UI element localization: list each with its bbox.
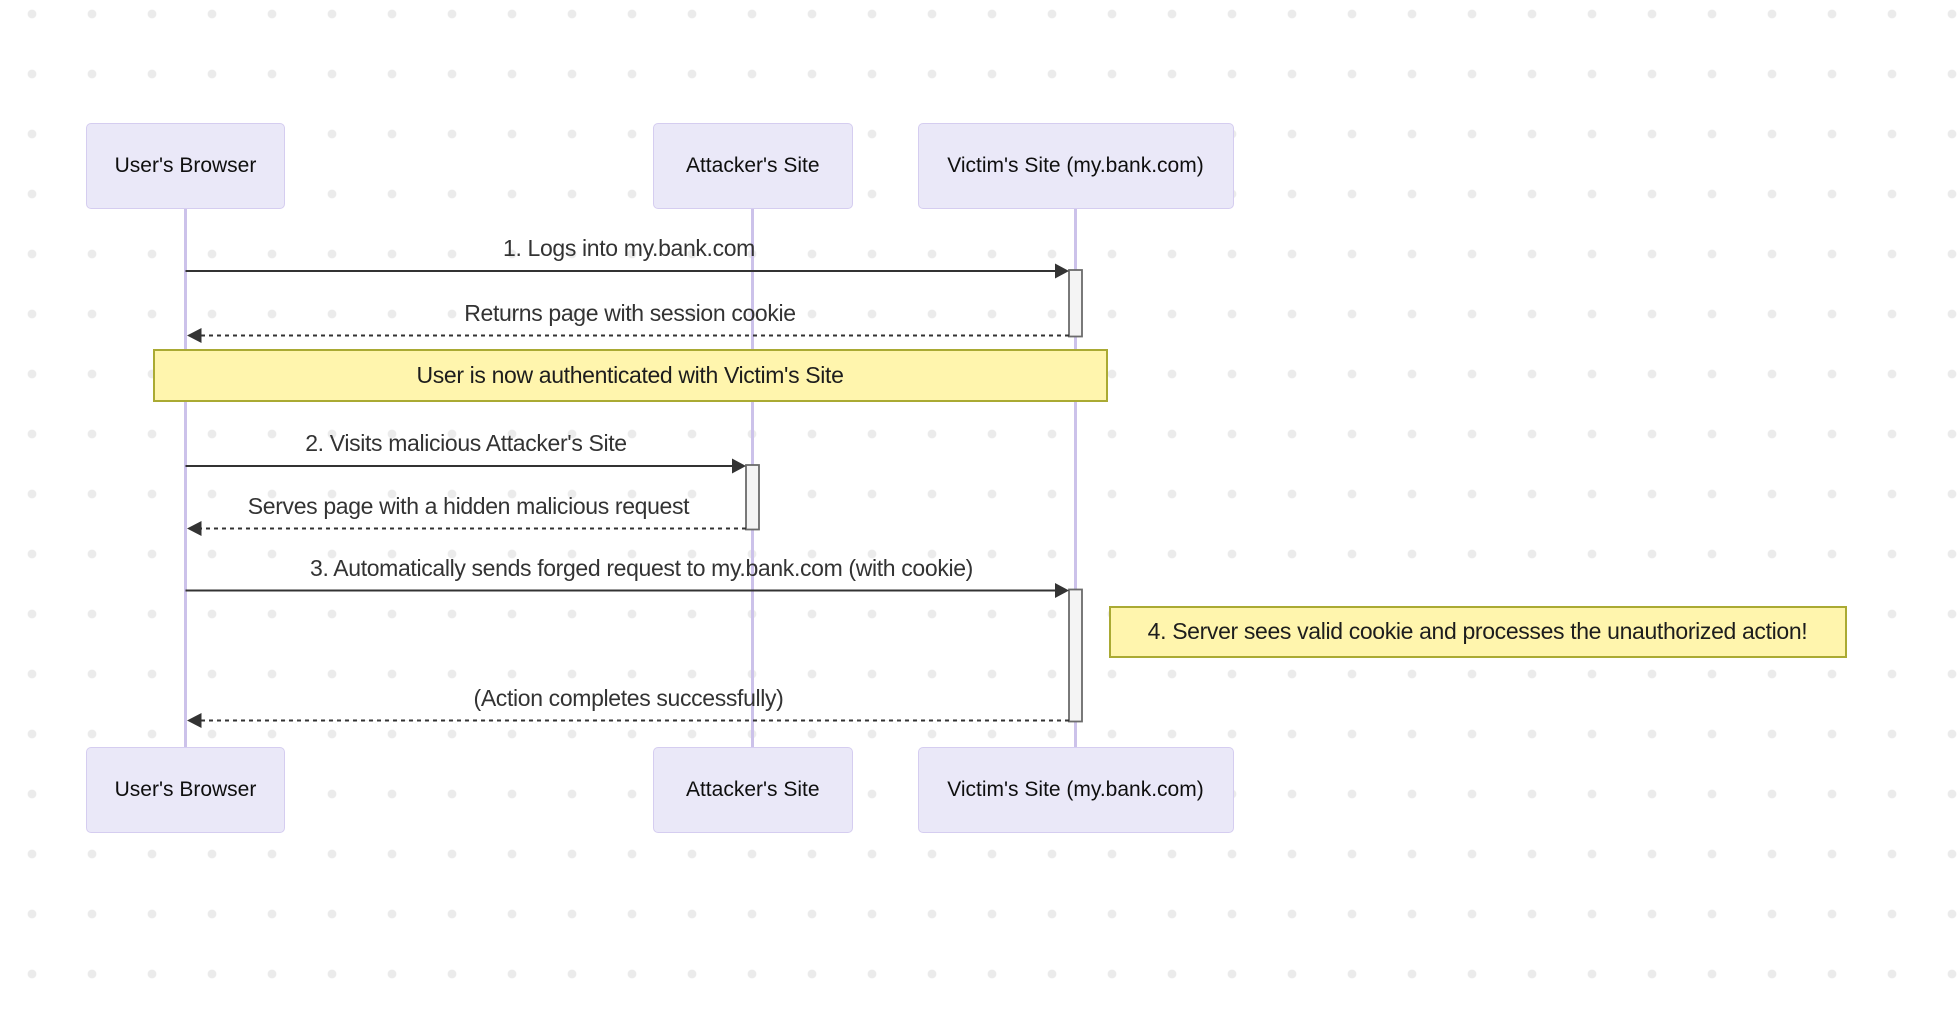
activation-victim-2 [1068, 588, 1083, 723]
note-server-processes-text: 4. Server sees valid cookie and processe… [1147, 618, 1808, 644]
actor-bottom-victim-label: Victim's Site (my.bank.com) [947, 778, 1204, 801]
note-authenticated-text: User is now authenticated with Victim's … [416, 361, 844, 388]
message-3-arrowhead [732, 458, 746, 474]
activation-attacker [745, 464, 760, 531]
message-6-arrowhead [187, 713, 202, 728]
message-5-label: 3. Automatically sends forged request to… [310, 555, 973, 581]
actor-bottom-browser: User's Browser [86, 747, 285, 833]
message-2-arrowhead [187, 328, 202, 343]
note-authenticated: User is now authenticated with Victim's … [152, 348, 1108, 402]
message-1-arrowhead [1055, 263, 1069, 279]
actor-bottom-victim: Victim's Site (my.bank.com) [917, 747, 1234, 833]
actor-bottom-attacker: Attacker's Site [653, 747, 853, 833]
actor-top-browser: User's Browser [86, 123, 285, 209]
actor-top-attacker: Attacker's Site [653, 123, 853, 209]
actor-top-attacker-label: Attacker's Site [685, 154, 820, 177]
actor-top-victim: Victim's Site (my.bank.com) [917, 123, 1234, 209]
actor-bottom-browser-label: User's Browser [114, 778, 257, 801]
message-6-label: (Action completes successfully) [473, 685, 784, 711]
actor-top-victim-label: Victim's Site (my.bank.com) [947, 154, 1204, 177]
message-3-label: 2. Visits malicious Attacker's Site [305, 430, 627, 456]
message-4-label: Serves page with a hidden malicious requ… [247, 493, 690, 519]
message-2-label: Returns page with session cookie [464, 300, 796, 326]
message-4-arrowhead [187, 521, 202, 536]
actor-bottom-attacker-label: Attacker's Site [685, 778, 820, 801]
actor-top-browser-label: User's Browser [114, 154, 257, 177]
message-1-label: 1. Logs into my.bank.com [503, 235, 755, 261]
message-5-arrowhead [1055, 583, 1069, 598]
activation-victim-1 [1068, 269, 1083, 338]
note-server-processes: 4. Server sees valid cookie and processe… [1108, 605, 1847, 658]
